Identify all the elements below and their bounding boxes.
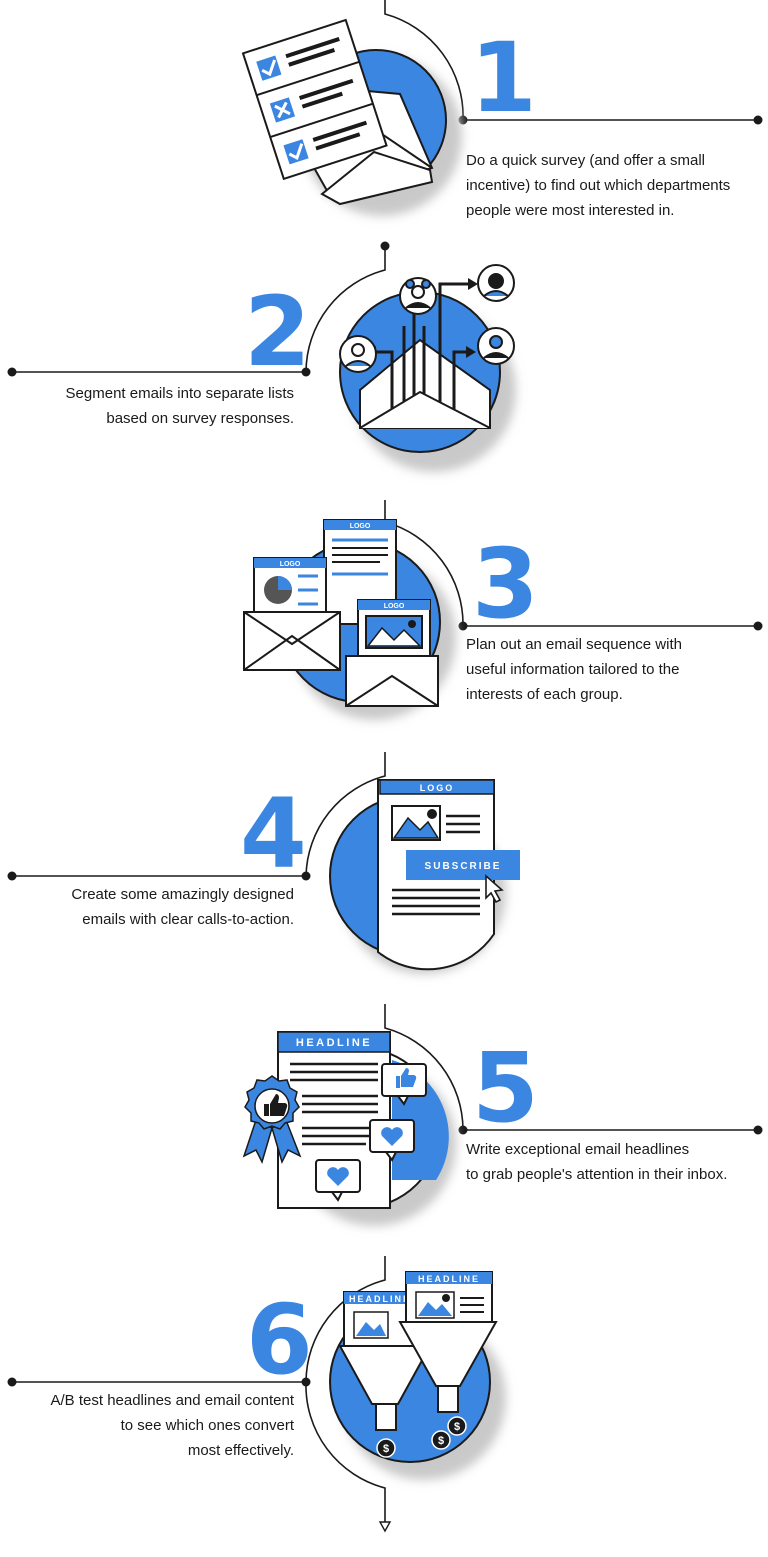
heart-bubble-icon bbox=[369, 1119, 415, 1162]
svg-text:$: $ bbox=[438, 1435, 444, 1447]
step-6-description: A/B test headlines and email content to … bbox=[50, 1392, 295, 1459]
step-1-description: Do a quick survey (and offer a small inc… bbox=[466, 152, 731, 219]
subscribe-button-label: SUBSCRIBE bbox=[425, 861, 502, 872]
step-5-number: 5 bbox=[472, 1032, 539, 1144]
thumbs-up-bubble-icon bbox=[381, 1063, 427, 1106]
person-avatar-icon bbox=[477, 327, 515, 365]
ab-test-funnels-icon: HEADLINE HEADLINE $ $ $ bbox=[329, 1271, 506, 1480]
person-avatar-icon bbox=[399, 277, 437, 315]
segmented-lists-envelope-icon bbox=[339, 264, 516, 472]
step-2-description: Segment emails into separate lists based… bbox=[65, 385, 294, 427]
person-avatar-icon bbox=[477, 264, 515, 302]
award-ribbon-icon bbox=[242, 1075, 302, 1165]
person-avatar-icon bbox=[339, 335, 377, 373]
step-2-number: 2 bbox=[244, 276, 311, 388]
headline-label-b: HEADLINE bbox=[418, 1274, 480, 1284]
heart-bubble-icon bbox=[315, 1159, 361, 1202]
logo-label: LOGO bbox=[420, 783, 455, 793]
logo-label-a: LOGO bbox=[350, 523, 371, 530]
logo-label-b: LOGO bbox=[280, 561, 301, 568]
step-5-description: Write exceptional email headlines to gra… bbox=[466, 1141, 728, 1183]
step-4-number: 4 bbox=[240, 778, 307, 890]
headline-award-likes-icon: HEADLINE bbox=[242, 1031, 456, 1226]
email-sequence-envelopes-icon: LOGO LOGO LOGO bbox=[243, 519, 456, 720]
headline-label-a: HEADLINE bbox=[349, 1294, 411, 1304]
step-1-number: 1 bbox=[470, 22, 537, 134]
timeline-dots bbox=[7, 115, 763, 1387]
email-design-subscribe-icon: LOGO SUBSCRIBE bbox=[329, 779, 520, 974]
step-3-description: Plan out an email sequence with useful i… bbox=[466, 636, 682, 703]
coin-icon: $ bbox=[376, 1438, 396, 1458]
survey-checklist-envelope-icon bbox=[241, 18, 462, 216]
headline-label: HEADLINE bbox=[296, 1037, 372, 1049]
svg-text:$: $ bbox=[383, 1443, 389, 1455]
logo-label-c: LOGO bbox=[384, 603, 405, 610]
coin-icon: $ bbox=[431, 1430, 451, 1450]
cursor-arrow-icon bbox=[485, 874, 504, 904]
coin-icon: $ bbox=[447, 1416, 467, 1436]
step-3-number: 3 bbox=[472, 528, 539, 640]
timeline-end-arrow bbox=[378, 1521, 392, 1533]
svg-text:$: $ bbox=[454, 1421, 460, 1433]
step-6-number: 6 bbox=[246, 1284, 313, 1396]
step-4-description: Create some amazingly designed emails wi… bbox=[71, 886, 294, 928]
